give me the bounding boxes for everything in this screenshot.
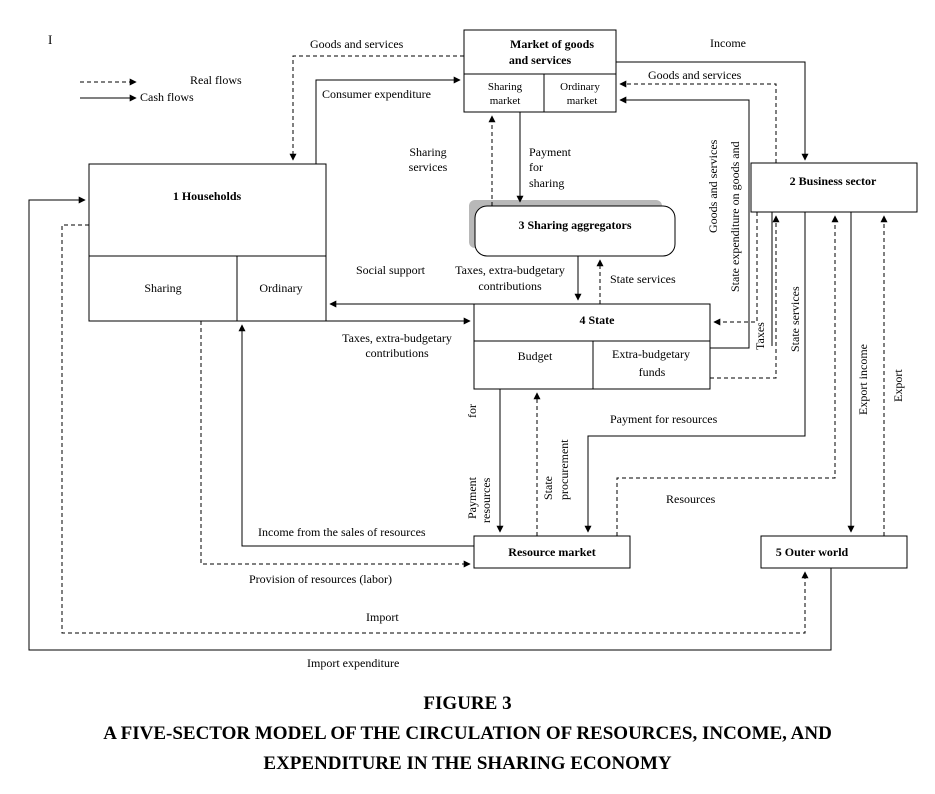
- market-sharing-1: Sharing: [488, 81, 523, 93]
- label-state-services-vert: State services: [788, 286, 802, 352]
- flow-import-expenditure: [28, 196, 832, 651]
- label-income: Income: [710, 36, 746, 50]
- label-vert-goods-2: State expenditure on goods and: [728, 141, 742, 292]
- state-budget: Budget: [518, 349, 553, 363]
- label-goods-services-right: Goods and services: [648, 68, 742, 82]
- label-sharing-services-2: services: [409, 160, 448, 174]
- flow-provision-resources: [200, 321, 471, 568]
- label-social-support: Social support: [356, 263, 426, 277]
- figure-caption-line-1: A FIVE-SECTOR MODEL OF THE CIRCULATION O…: [103, 723, 832, 744]
- state-node: 4 State Budget Extra-budgetary funds: [473, 303, 711, 390]
- circulation-diagram: I Real flows Cash flows Market of goods …: [28, 29, 918, 670]
- market-ordinary-1: Ordinary: [560, 81, 600, 93]
- legend: Real flows Cash flows: [80, 73, 242, 104]
- flow-income-sales: [238, 324, 474, 547]
- figure-number: FIGURE 3: [423, 693, 512, 714]
- market-title-1: Market of goods: [510, 37, 594, 51]
- flow-resources-to-business: [616, 215, 839, 536]
- business-node: 2 Business sector: [750, 162, 918, 213]
- flow-income: [616, 61, 809, 161]
- market-title-2: and services: [509, 53, 572, 67]
- aggregators-title: 3 Sharing aggregators: [518, 218, 631, 232]
- label-state-procurement-1: State: [541, 476, 555, 500]
- legend-cash-label: Cash flows: [140, 90, 194, 104]
- households-sharing: Sharing: [144, 281, 181, 295]
- label-provision-resources: Provision of resources (labor): [249, 572, 392, 586]
- label-state-procurement-2: procurement: [557, 439, 571, 500]
- flow-business-payment-resources: [584, 212, 806, 533]
- label-payment-sharing-3: sharing: [529, 176, 564, 190]
- market-ordinary-2: market: [567, 95, 598, 107]
- label-goods-services-top: Goods and services: [310, 37, 404, 51]
- label-taxes-mid-1: Taxes, extra-budgetary: [455, 263, 565, 277]
- resource-market-node: Resource market: [473, 535, 631, 569]
- flow-consumer-expenditure: [315, 76, 461, 164]
- households-title: 1 Households: [173, 189, 242, 203]
- label-payment-sharing-2: for: [529, 160, 543, 174]
- label-state-services-mid: State services: [610, 272, 676, 286]
- households-node: 1 Households Sharing Ordinary: [88, 163, 327, 322]
- label-payment-sharing-1: Payment: [529, 145, 572, 159]
- label-import: Import: [366, 610, 399, 624]
- outer-world-node: 5 Outer world: [760, 535, 908, 569]
- label-import-expenditure: Import expenditure: [307, 656, 399, 670]
- flow-goods-to-households: [289, 55, 464, 161]
- label-sharing-services-1: Sharing: [409, 145, 446, 159]
- label-consumer-expenditure: Consumer expenditure: [322, 87, 431, 101]
- label-export-income: Export income: [856, 344, 870, 415]
- flow-state-services-business: [710, 215, 780, 379]
- flow-business-taxes: [751, 211, 773, 346]
- flow-import: [61, 224, 809, 634]
- label-taxes-vert: Taxes: [753, 322, 767, 350]
- resource-market-title: Resource market: [508, 545, 595, 559]
- state-title: 4 State: [580, 313, 616, 327]
- corner-mark: I: [48, 32, 52, 47]
- label-taxes-left-2: contributions: [365, 346, 429, 360]
- households-ordinary: Ordinary: [259, 281, 302, 295]
- market-node: Market of goods and services Sharing mar…: [463, 29, 617, 113]
- legend-real-label: Real flows: [190, 73, 242, 87]
- market-sharing-2: market: [490, 95, 521, 107]
- state-funds-2: funds: [639, 365, 666, 379]
- label-vert-goods-1: Goods and services: [706, 139, 720, 233]
- label-payment-resources-vert-1: Payment: [465, 476, 479, 519]
- flow-goods-to-market: [619, 80, 777, 163]
- flow-goods-to-state: [713, 212, 758, 326]
- state-funds-1: Extra-budgetary: [612, 347, 690, 361]
- business-title: 2 Business sector: [790, 174, 877, 188]
- label-for-vert: for: [465, 404, 479, 418]
- label-income-sales: Income from the sales of resources: [258, 525, 426, 539]
- label-payment-for-resources: Payment for resources: [610, 412, 718, 426]
- label-taxes-left-1: Taxes, extra-budgetary: [342, 331, 452, 345]
- label-resources: Resources: [666, 492, 716, 506]
- label-export: Export: [891, 369, 905, 402]
- flow-state-expenditure: [619, 96, 750, 349]
- outer-world-title: 5 Outer world: [776, 545, 849, 559]
- aggregators-node: 3 Sharing aggregators: [469, 200, 676, 257]
- label-taxes-mid-2: contributions: [478, 279, 542, 293]
- figure-caption-line-2: EXPENDITURE IN THE SHARING ECONOMY: [263, 753, 672, 774]
- label-payment-resources-vert-2: resources: [479, 477, 493, 523]
